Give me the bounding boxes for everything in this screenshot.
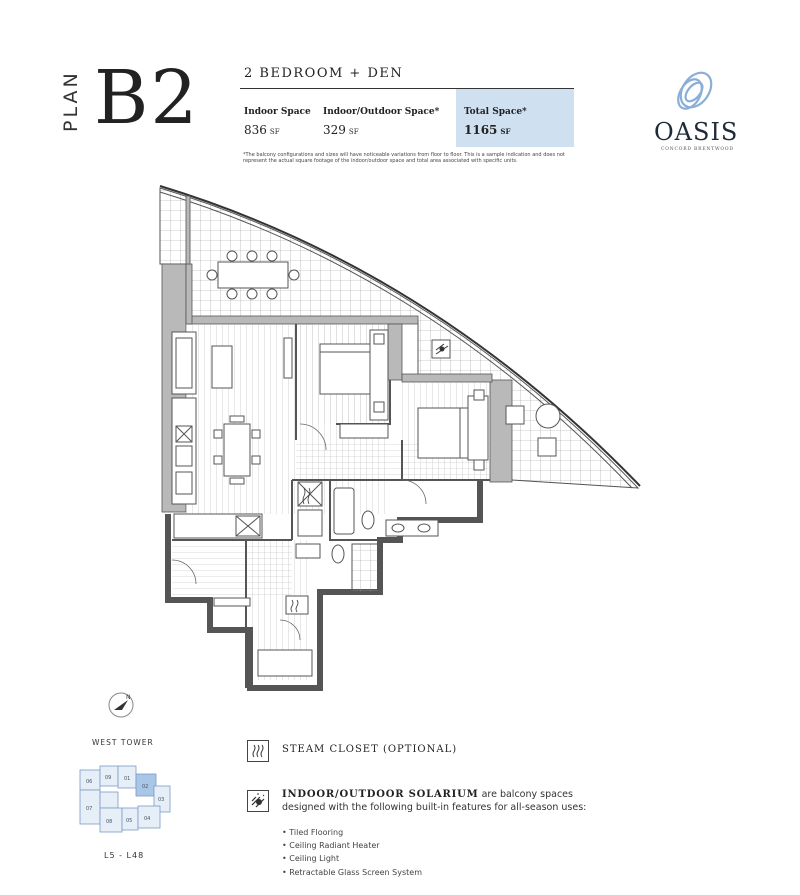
solarium-description: INDOOR/OUTDOOR SOLARIUM are balcony spac… xyxy=(282,789,587,813)
steam-closet-icon xyxy=(247,740,269,762)
svg-text:03: 03 xyxy=(158,797,164,803)
tower-name: WEST TOWER xyxy=(92,738,154,747)
level-range: L5 - L48 xyxy=(104,851,145,860)
solarium-icon xyxy=(247,790,269,812)
bedroom-2 xyxy=(417,389,489,471)
solarium-features-list: Tiled Flooring Ceiling Radiant Heater Ce… xyxy=(282,826,422,879)
balcony-dining-set xyxy=(206,250,561,457)
floor-plan xyxy=(159,185,641,691)
svg-text:01: 01 xyxy=(124,776,130,782)
bedroom-1 xyxy=(319,329,389,439)
total-space-highlight xyxy=(456,89,574,147)
svg-text:N: N xyxy=(126,694,131,701)
feature-item: Retractable Glass Screen System xyxy=(282,866,422,879)
header-divider xyxy=(240,88,574,89)
plan-label: PLAN xyxy=(60,70,82,132)
svg-text:04: 04 xyxy=(144,816,150,822)
plan-code: B2 xyxy=(94,55,200,141)
svg-text:07: 07 xyxy=(86,806,92,812)
oasis-logo-icon xyxy=(677,71,713,110)
door-swings xyxy=(171,423,427,641)
logo-name: OASIS xyxy=(654,118,739,146)
logo-subtitle: CONCORD BRENTWOOD xyxy=(661,147,734,152)
svg-text:08: 08 xyxy=(106,819,112,825)
key-plan: 06 09 01 02 03 07 08 05 04 xyxy=(79,765,171,833)
solarium-marker-icon xyxy=(431,339,451,359)
indoor-space-label: Indoor Space xyxy=(244,107,311,117)
svg-text:05: 05 xyxy=(126,818,132,824)
svg-text:06: 06 xyxy=(86,779,92,785)
total-space-label: Total Space* xyxy=(464,107,527,117)
unit-type: 2 BEDROOM + DEN xyxy=(244,66,404,81)
svg-text:09: 09 xyxy=(105,775,111,781)
bathrooms xyxy=(213,481,439,677)
feature-item: Ceiling Light xyxy=(282,852,422,865)
feature-item: Ceiling Radiant Heater xyxy=(282,839,422,852)
steam-marker-icon xyxy=(290,487,311,613)
indoor-outdoor-space-label: Indoor/Outdoor Space* xyxy=(323,107,440,117)
living-furniture xyxy=(171,331,293,485)
steam-closet-label: STEAM CLOSET (OPTIONAL) xyxy=(282,744,458,755)
feature-item: Tiled Flooring xyxy=(282,826,422,839)
svg-text:02: 02 xyxy=(142,784,148,790)
area-footnote: *The balcony configurations and sizes wi… xyxy=(243,152,565,165)
north-arrow-icon: N xyxy=(108,692,134,718)
kitchen xyxy=(171,397,263,539)
